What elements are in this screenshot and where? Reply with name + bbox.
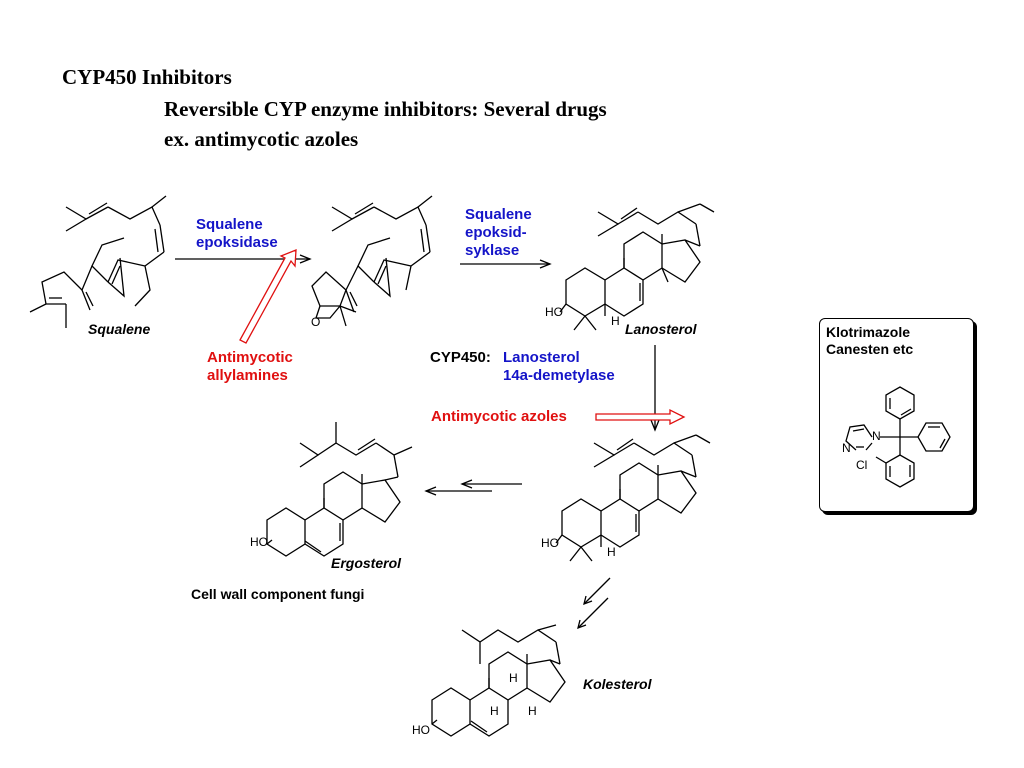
lanosterol-hydrogen-label: H (611, 314, 620, 328)
intermediate-hydroxyl-label: HO (541, 536, 559, 550)
inhibitor-allylamines-line1: Antimycotic (207, 349, 293, 366)
klotrimazole-box: Klotrimazole Canesten etc (819, 318, 974, 512)
enzyme-squalene-epoxidase-line1: Squalene (196, 216, 263, 233)
intermediate-hydrogen-label: H (607, 545, 616, 559)
kolesterol-hydrogen-label-1: H (509, 671, 518, 685)
kolesterol-hydroxyl-label: HO (412, 723, 430, 737)
klotrimazole-title-line1: Klotrimazole (826, 324, 911, 340)
klotrimazole-n1-label: N (872, 429, 881, 443)
slide-title: CYP450 Inhibitors (62, 65, 232, 89)
lanosterol-label: Lanosterol (625, 321, 697, 337)
enzyme-squalene-epoxidase-line2: epoksidase (196, 234, 278, 251)
lanosterol-hydroxyl-label: HO (545, 305, 563, 319)
klotrimazole-chlorine-label: Cl (856, 458, 868, 472)
slide-subtitle-line2: ex. antimycotic azoles (164, 127, 359, 151)
ergosterol-label: Ergosterol (331, 555, 402, 571)
slide-subtitle-line1: Reversible CYP enzyme inhibitors: Severa… (164, 97, 607, 121)
squalene-bonds (29, 195, 167, 328)
kolesterol-hydrogen-label-2: H (490, 704, 499, 718)
enzyme-cyclase-line1: Squalene (465, 206, 532, 223)
klotrimazole-title-line2: Canesten etc (826, 341, 914, 357)
klotrimazole-n3-label: N (842, 441, 851, 455)
enzyme-cyclase-line3: syklase (465, 242, 520, 259)
squalene-label: Squalene (88, 321, 151, 337)
ergosterol-hydroxyl-label: HO (250, 535, 268, 549)
cell-wall-note: Cell wall component fungi (191, 586, 365, 602)
klotrimazole-structure (845, 386, 951, 488)
inhibitor-azoles-label: Antimycotic azoles (431, 408, 567, 425)
enzyme-demethylase-line2: 14a-demetylase (503, 367, 615, 384)
enzyme-cyclase-line2: epoksid- (465, 224, 527, 241)
enzyme-demethylase-line1: Lanosterol (503, 349, 580, 366)
cyp450-prefix: CYP450: (430, 349, 491, 366)
kolesterol-hydrogen-label-3: H (528, 704, 537, 718)
kolesterol-label: Kolesterol (583, 676, 652, 692)
epoxide-oxygen-label: O (311, 315, 321, 329)
inhibitor-allylamines-line2: allylamines (207, 367, 288, 384)
